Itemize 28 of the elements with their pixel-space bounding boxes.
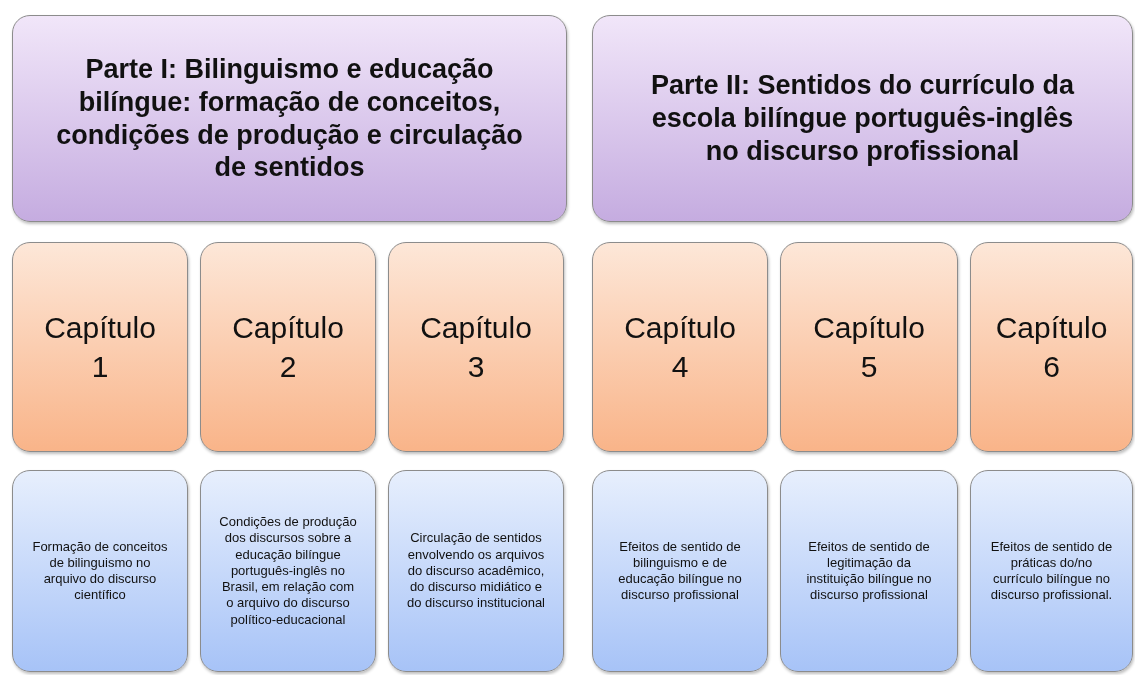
description-box	[200, 470, 376, 672]
chapter-box	[200, 242, 376, 452]
chapter-box	[970, 242, 1133, 452]
description-box	[780, 470, 958, 672]
chapter-box	[780, 242, 958, 452]
chapter-title: Capítulo 3	[419, 310, 533, 385]
chapter-title: Capítulo 5	[812, 310, 926, 385]
chapter-description: Efeitos de sentido de práticas do/no currículo bilíngue no discurso profissional.	[989, 538, 1114, 604]
chapter-box	[592, 242, 768, 452]
description-box	[970, 470, 1133, 672]
chapter-title: Capítulo 4	[623, 310, 737, 385]
chapter-title: Capítulo 2	[231, 310, 345, 385]
description-box	[388, 470, 564, 672]
part-title: Parte I: Bilinguismo e educação bilíngue: formação de conceitos, condições de produção e circulação de sentidos	[55, 52, 524, 185]
chapter-title: Capítulo 1	[43, 310, 157, 385]
chapter-description: Circulação de sentidos envolvendo os arquivos do discurso acadêmico, do discurso midiático e do discurso institucional	[406, 530, 546, 612]
description-box	[592, 470, 768, 672]
chapter-description: Formação de conceitos de bilinguismo no arquivo do discurso científico	[31, 538, 169, 604]
description-box	[12, 470, 188, 672]
part-heading-box	[592, 15, 1133, 222]
chapter-description: Efeitos de sentido de bilinguismo e de educação bilíngue no discurso profissional	[617, 538, 743, 604]
chapter-box	[388, 242, 564, 452]
part-heading-box	[12, 15, 567, 222]
chapter-description: Efeitos de sentido de legitimação da instituição bilíngue no discurso profissional	[805, 538, 933, 604]
chapter-box	[12, 242, 188, 452]
chapter-title: Capítulo 6	[994, 310, 1109, 385]
chapter-description: Condições de produção dos discursos sobre a educação bilíngue português-inglês no Brasil, em relação com o arquivo do discurso político-educacional	[218, 514, 358, 628]
part-title: Parte II: Sentidos do currículo da escola bilíngue português-inglês no discurso profissional	[649, 69, 1076, 168]
